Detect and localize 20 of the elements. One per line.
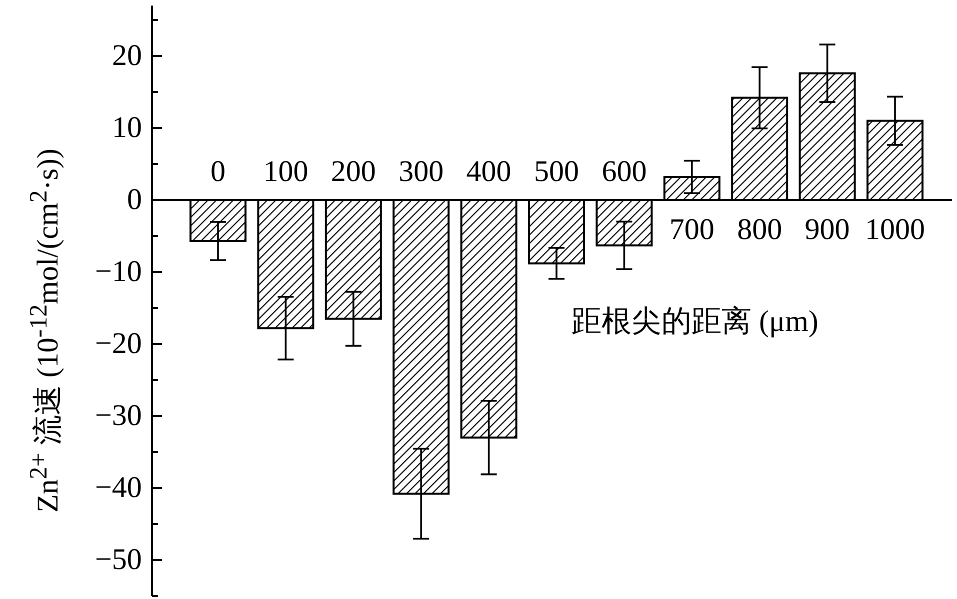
tick-label: 600 bbox=[602, 157, 647, 187]
tick-label: 100 bbox=[263, 157, 308, 187]
tick-label: 300 bbox=[398, 157, 444, 187]
tick-label: −20 bbox=[95, 329, 142, 359]
tick-label: −10 bbox=[95, 257, 142, 287]
tick-label: 1000 bbox=[865, 215, 925, 245]
tick-label: 20 bbox=[112, 41, 142, 71]
tick-label: 500 bbox=[534, 157, 579, 187]
tick-label: −40 bbox=[95, 473, 142, 503]
tick-label: 400 bbox=[466, 157, 512, 187]
tick-label: −50 bbox=[95, 545, 142, 575]
tick-label: 700 bbox=[669, 215, 714, 245]
tick-label: 0 bbox=[210, 157, 226, 187]
axis-title: 距根尖的距离 (μm) bbox=[572, 307, 818, 337]
tick-label: 200 bbox=[330, 157, 376, 187]
tick-label: 10 bbox=[112, 113, 142, 143]
tick-label: 0 bbox=[127, 185, 142, 215]
tick-label: 800 bbox=[737, 215, 782, 245]
tick-label: −30 bbox=[95, 401, 142, 431]
tick-label: 900 bbox=[804, 215, 850, 245]
